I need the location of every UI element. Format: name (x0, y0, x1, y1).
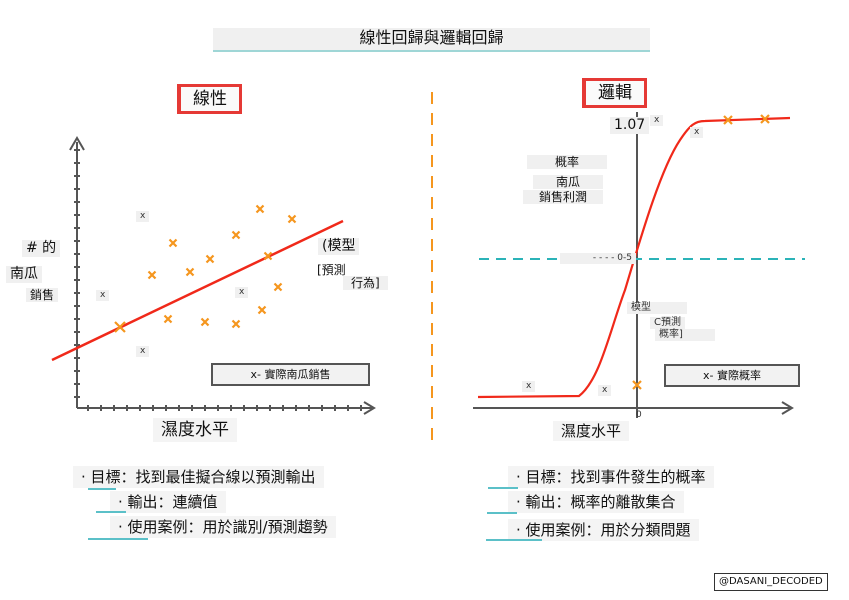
linear-model-label-2: [預測 (317, 263, 346, 277)
gray-marker: x (522, 381, 536, 392)
sigmoid-curve (477, 116, 791, 399)
origin-label: 0 (636, 410, 642, 420)
gray-marker: x (650, 115, 664, 126)
orange-data-point (200, 317, 210, 327)
gray-marker: x (136, 346, 150, 357)
logistic-legend: x- 實際概率 (664, 364, 800, 388)
linear-legend: x- 實際南瓜銷售 (211, 363, 370, 387)
logistic-model-label-2: C預測 (650, 317, 685, 329)
page-title: 線性回歸與邏輯回歸 (213, 28, 650, 52)
logistic-model-label-3: 概率] (655, 329, 715, 341)
gray-marker: x (96, 290, 110, 301)
orange-data-point (263, 251, 273, 261)
linear-y-label-1: # 的 (22, 240, 61, 257)
orange-data-point (231, 230, 241, 240)
linear-bullet-usecase: · 使用案例：用於識別/預測趨勢 (110, 516, 336, 538)
orange-data-point (114, 321, 126, 333)
orange-data-point (205, 254, 215, 264)
linear-model-label-3: 行為] (343, 276, 388, 291)
linear-x-label: 濕度水平 (153, 418, 237, 443)
logistic-bullet-usecase: · 使用案例：用於分類問題 (508, 519, 699, 541)
gray-marker: x (598, 385, 612, 396)
orange-data-point (168, 238, 178, 248)
regression-line (51, 219, 344, 362)
linear-heading: 線性 (177, 84, 242, 115)
logistic-y-max: 1.07 (610, 117, 650, 134)
logistic-axes (473, 112, 794, 418)
orange-data-point (273, 282, 283, 292)
logistic-x-label: 濕度水平 (553, 421, 630, 441)
linear-y-label-3: 銷售 (26, 288, 59, 303)
logistic-heading: 邏輯 (582, 78, 647, 109)
logistic-model-label-1: 模型 (627, 302, 687, 314)
linear-model-label-1: (模型 (318, 238, 360, 255)
gray-marker: x (136, 211, 150, 222)
gray-marker: x (690, 127, 704, 138)
logistic-y-label-1: 概率 (527, 155, 607, 170)
linear-bullet-output: · 輸出：連續值 (110, 491, 226, 513)
logistic-bullet-goal: · 目標：找到事件發生的概率 (508, 466, 714, 488)
logistic-y-label-3: 銷售利潤 (523, 190, 603, 205)
logistic-y-label-2: 南瓜 (533, 175, 603, 190)
orange-data-point (760, 114, 770, 124)
threshold-label: - - - - 0-5 (560, 253, 636, 264)
orange-data-point (723, 115, 733, 125)
linear-bullet-goal: · 目標：找到最佳擬合線以預測輸出 (73, 466, 324, 488)
logistic-bullet-output: · 輸出：概率的離散集合 (508, 491, 684, 513)
linear-y-label-2: 南瓜 (6, 266, 42, 283)
gray-marker: x (235, 287, 249, 298)
orange-data-point (185, 267, 195, 277)
orange-data-point (257, 305, 267, 315)
orange-data-point (163, 314, 173, 324)
credit-label: @DASANI_DECODED (714, 573, 828, 591)
orange-data-point (255, 204, 265, 214)
orange-data-point (287, 214, 297, 224)
orange-data-point (632, 380, 642, 390)
orange-data-point (147, 270, 157, 280)
orange-data-point (231, 319, 241, 329)
